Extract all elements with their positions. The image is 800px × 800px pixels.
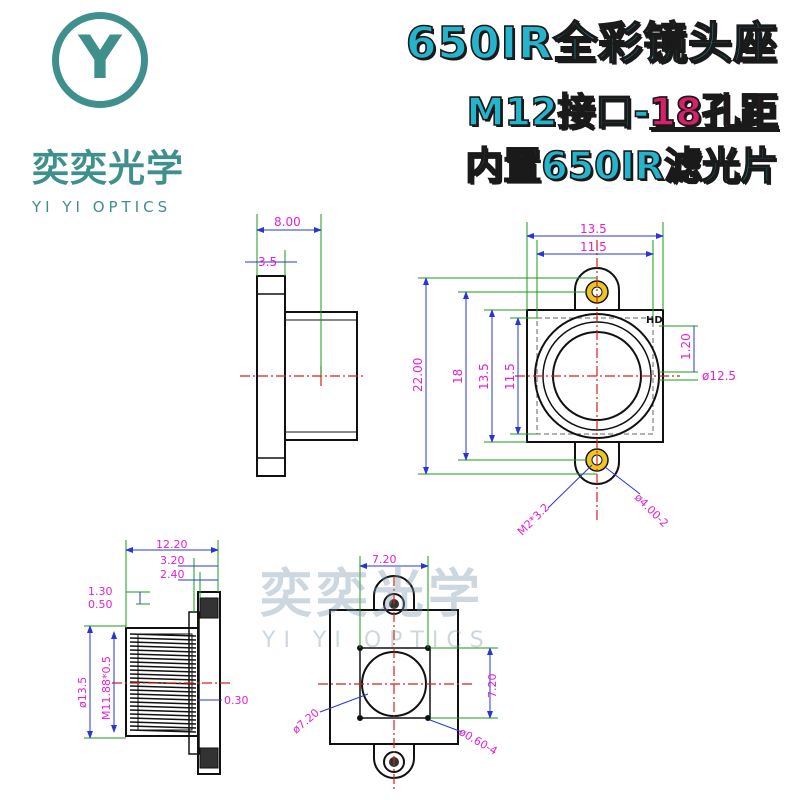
dim-front-width-outer: 13.5 xyxy=(580,222,607,236)
title-line-2: M12接口-18孔距 xyxy=(466,89,779,135)
side-view: 8.00 3.5 xyxy=(240,214,365,477)
dim-front-screw: M2*3.2 xyxy=(515,501,552,538)
thread-line xyxy=(129,653,197,657)
thread-line xyxy=(129,685,197,689)
front-view: HD 13.5 11.5 22.00 xyxy=(411,222,736,538)
dim-bottom-height: 7.20 xyxy=(486,674,499,699)
dim-side-flange: 3.5 xyxy=(258,255,277,269)
watermark-cn: 奕奕光学 xyxy=(260,565,485,625)
title-line-2-prefix: M12接口- xyxy=(466,89,650,135)
dim-front-hole: ø4.00-2 xyxy=(632,491,671,530)
dim-front-height-overall: 22.00 xyxy=(411,358,425,392)
brand-name-en: YI YI OPTICS xyxy=(32,198,172,216)
title-line-3: 内置650IR滤光片 xyxy=(464,143,778,189)
thread-line xyxy=(129,705,197,709)
thread-line xyxy=(129,649,197,653)
thread-line xyxy=(129,721,197,725)
dim-front-hole-pitch: 18 xyxy=(451,369,465,384)
section-threads xyxy=(129,633,197,733)
thread-line xyxy=(129,669,197,673)
thread-line xyxy=(129,725,197,729)
watermark-en: YI YI OPTICS xyxy=(262,628,492,653)
thread-line xyxy=(129,641,197,645)
thread-line xyxy=(129,677,197,681)
thread-line xyxy=(129,689,197,693)
thread-line xyxy=(129,701,197,705)
dim-bottom-pins: ø0.60-4 xyxy=(457,725,500,757)
thread-line xyxy=(129,697,197,701)
title-line-2-accent: 18孔距 xyxy=(648,89,778,135)
dim-section-d3: 1.30 xyxy=(88,585,113,598)
thread-line xyxy=(129,713,197,717)
thread-line xyxy=(129,717,197,721)
dim-section-d1: 3.20 xyxy=(160,554,185,567)
dim-front-bore: ø12.5 xyxy=(702,369,736,383)
dim-section-thread: M11.88*0.5 xyxy=(100,656,113,720)
bottom-view: 7.20 7.20 ø7.20 ø0.60-4 xyxy=(290,553,500,790)
thread-line xyxy=(129,657,197,661)
thread-line xyxy=(129,673,197,677)
dim-front-width-inner: 11.5 xyxy=(580,240,607,254)
logo-letter: Y xyxy=(78,23,122,93)
dim-section-length: 12.20 xyxy=(156,538,188,551)
thread-line xyxy=(129,661,197,665)
thread-line xyxy=(129,665,197,669)
thread-line xyxy=(129,645,197,649)
brand-name-cn: 奕奕光学 xyxy=(32,147,184,190)
section-view: 12.20 3.20 2.40 1.30 0.50 ø13.5 M11.88*0… xyxy=(76,538,249,775)
dim-side-overall: 8.00 xyxy=(274,215,301,229)
dim-bottom-inner-dia: ø7.20 xyxy=(290,706,322,736)
dim-front-gap: 1.20 xyxy=(679,333,693,360)
dim-section-d4: 0.50 xyxy=(88,598,113,611)
dim-section-step: 0.30 xyxy=(224,694,249,707)
thread-line xyxy=(129,709,197,713)
dim-section-outer-dia: ø13.5 xyxy=(76,677,89,708)
logo-ring xyxy=(52,12,148,108)
dim-bottom-width: 7.20 xyxy=(372,553,397,566)
title-line-1: 650IR全彩镜头座 xyxy=(405,17,778,70)
hd-badge: HD xyxy=(646,315,663,326)
dim-front-height-inner: 11.5 xyxy=(503,363,517,390)
dim-front-height-outer: 13.5 xyxy=(477,363,491,390)
thread-line xyxy=(129,637,197,641)
thread-line xyxy=(129,693,197,697)
dim-section-d2: 2.40 xyxy=(160,568,185,581)
